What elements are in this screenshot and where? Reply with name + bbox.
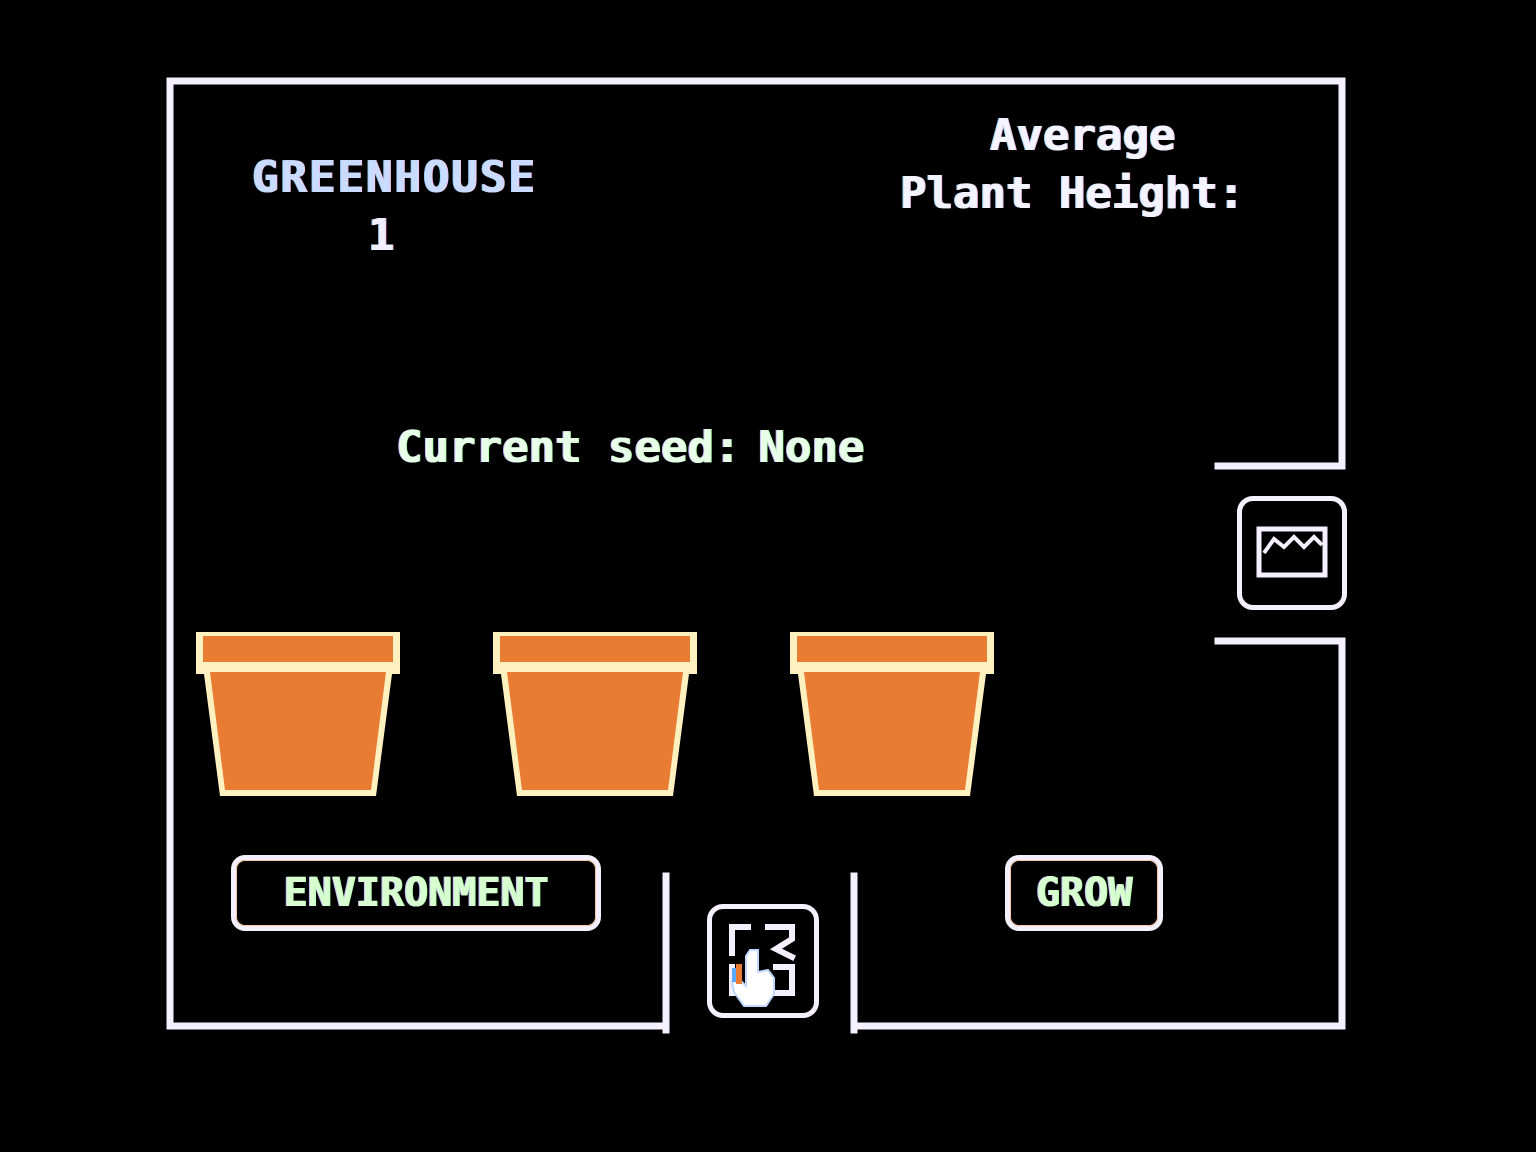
grow-button[interactable]: GROW [1005,855,1163,931]
flower-pot-icon [196,632,400,796]
graph-button[interactable] [1237,496,1347,610]
line-graph-icon [1256,526,1328,578]
environment-button[interactable]: ENVIRONMENT [231,855,601,931]
average-height-label-line2: Plant Height: [900,168,1245,219]
flower-pot-icon [493,632,697,796]
greenhouse-title: GREENHOUSE [252,152,537,203]
current-seed-readout: Current seed:None [396,426,864,470]
flower-pot-2[interactable] [490,630,700,800]
average-height-label-line1: Average [990,110,1176,161]
current-seed-label: Current seed: [396,422,741,473]
current-seed-value: None [758,422,865,473]
pointing-hand-cursor-icon [730,949,775,1007]
flower-pot-3[interactable] [787,630,997,800]
flower-pot-icon [790,632,994,796]
flower-pot-1[interactable] [193,630,403,800]
greenhouse-number: 1 [368,210,395,261]
